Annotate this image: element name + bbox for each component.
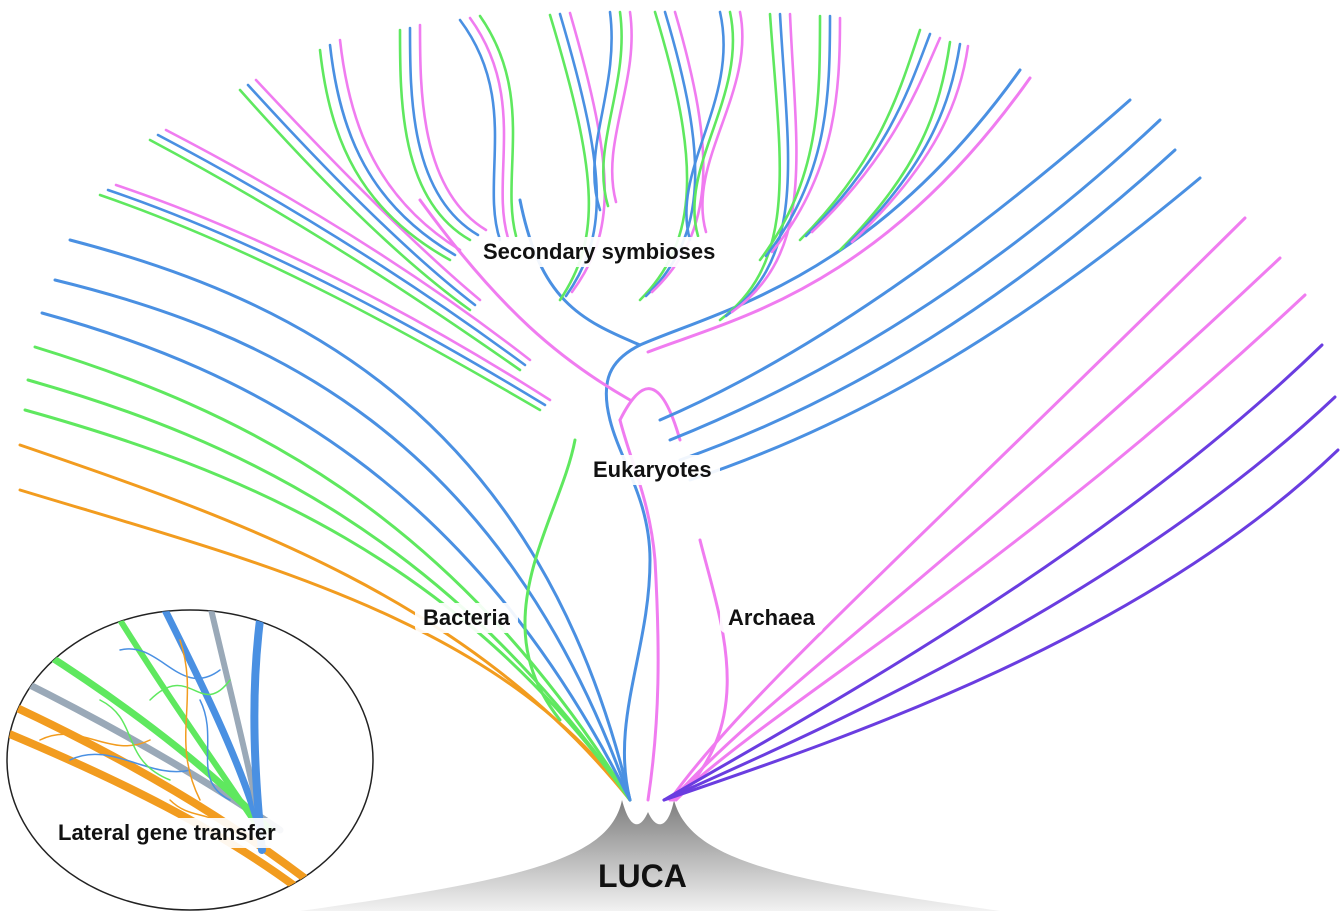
crown-branch — [601, 10, 623, 208]
crown-branch — [408, 26, 480, 237]
crown-branch — [418, 23, 488, 232]
eukaryote-branch — [658, 98, 1132, 422]
crown-branch — [548, 13, 591, 302]
crown-branch — [398, 28, 472, 242]
crown-branch — [724, 12, 790, 318]
crown-branch — [338, 38, 462, 252]
archaea-branch — [668, 216, 1247, 802]
crown-branch — [610, 10, 633, 204]
eukaryote-branch — [668, 118, 1162, 442]
eukaryote-branches — [418, 68, 1202, 802]
archaea-branch — [674, 538, 729, 802]
crown-branch — [148, 138, 522, 372]
crown-branch — [701, 10, 744, 234]
inset-transfer — [199, 699, 231, 801]
eukaryote-branch — [646, 76, 1032, 354]
crown-branch — [850, 44, 970, 244]
crown-branch — [758, 14, 822, 262]
bacteria-branch — [26, 378, 632, 802]
crown-branch — [718, 12, 782, 322]
crown-branch — [650, 10, 705, 294]
inset-transfer — [119, 648, 221, 680]
crown-branch — [254, 78, 482, 302]
inset-transfer — [69, 753, 191, 773]
eukaryote-branch — [518, 198, 642, 347]
archaea-branches — [662, 216, 1340, 802]
label-bacteria: Bacteria — [415, 603, 518, 633]
bacteria-branch — [23, 408, 632, 802]
crown-branch — [693, 10, 735, 238]
crown-branch — [246, 83, 477, 307]
inset-branch — [7, 726, 304, 894]
crown-branch — [114, 183, 552, 402]
lateral-gene-transfer-inset — [6, 609, 374, 911]
crown-branch — [844, 42, 962, 248]
bacteria-branch — [33, 345, 632, 802]
inset-branch — [7, 696, 324, 894]
crown-branch — [164, 128, 532, 362]
inset-transfer — [99, 699, 171, 781]
inset-transfer — [39, 733, 151, 747]
bacteria-branch — [523, 438, 577, 722]
secondary-symbioses-branches — [98, 10, 970, 412]
inset-transfer — [179, 639, 201, 801]
bacteria-branches — [18, 238, 632, 802]
crown-branch — [810, 36, 942, 234]
crown-branch — [238, 88, 472, 312]
crown-branch — [685, 10, 725, 242]
crown-branch — [804, 32, 932, 238]
crown-branch — [593, 10, 613, 212]
crown-branch — [730, 12, 798, 314]
eukaryote-branch — [418, 198, 632, 402]
inset-transfer — [149, 679, 231, 701]
crown-branch — [318, 48, 452, 262]
crown-branch — [98, 193, 542, 412]
crown-branch — [798, 28, 922, 242]
archaea-branch — [662, 395, 1337, 802]
crown-branch — [644, 10, 697, 298]
crown-branch — [106, 188, 547, 407]
archaea-branch — [670, 256, 1282, 802]
crown-branch — [458, 18, 502, 242]
bacteria-branch — [40, 311, 632, 802]
archaea-branch — [662, 343, 1324, 802]
crown-branch — [764, 14, 832, 258]
eukaryote-branch — [688, 176, 1202, 482]
bacteria-branch — [53, 278, 632, 802]
label-archaea: Archaea — [720, 603, 823, 633]
eukaryote-branch — [678, 148, 1177, 462]
label-secondary-symbioses: Secondary symbioses — [475, 237, 724, 267]
label-luca: LUCA — [598, 858, 687, 894]
eukaryote-branch — [638, 68, 1022, 347]
crown-branch — [478, 14, 518, 238]
archaea-branch — [662, 448, 1340, 802]
eukaryote-branch — [604, 343, 642, 422]
label-lateral-gene-transfer: Lateral gene transfer — [50, 818, 284, 848]
crown-branch — [638, 10, 689, 302]
archaea-branch — [672, 293, 1307, 802]
label-eukaryotes: Eukaryotes — [585, 455, 720, 485]
bacteria-branch — [68, 238, 632, 802]
bacteria-branch — [18, 443, 632, 802]
inset-branch — [156, 610, 264, 834]
crown-branch — [838, 40, 952, 252]
crown-branch — [468, 16, 510, 240]
eukaryote-branch — [618, 387, 682, 442]
crown-branch — [328, 43, 457, 257]
crown-branch — [770, 16, 842, 254]
luca-trunk — [300, 800, 1000, 911]
crown-branch — [156, 133, 527, 367]
